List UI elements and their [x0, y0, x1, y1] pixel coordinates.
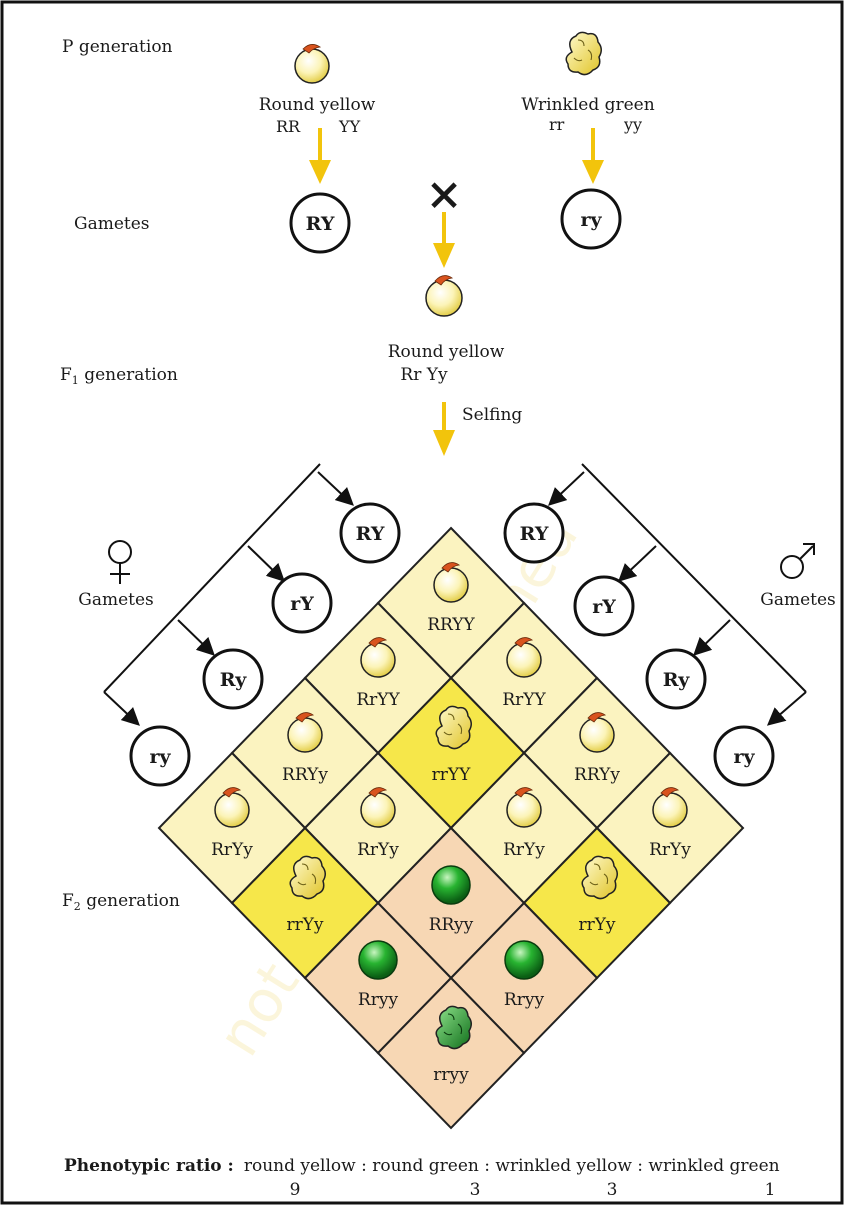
parent-right-genotype-y: yy — [623, 115, 642, 134]
f1-phenotype: Round yellow — [388, 342, 505, 362]
male-gamete: RY — [503, 502, 565, 564]
svg-text:Ry: Ry — [220, 669, 247, 691]
round-green-pea-icon — [504, 940, 544, 980]
svg-text:rY: rY — [290, 593, 314, 615]
phenotypic-ratio-heading: Phenotypic ratio : — [64, 1156, 234, 1176]
gamete-parent-left: RY — [289, 192, 351, 254]
punnett-genotype: rrYy — [286, 915, 323, 935]
female-gamete: Ry — [202, 648, 264, 710]
arrow-parent-left-to-gamete — [309, 128, 331, 184]
phenotypic-ratio-categories: round yellow : round green : wrinkled ye… — [244, 1156, 780, 1176]
phenotypic-ratio-row: Phenotypic ratio : round yellow : round g… — [64, 1156, 780, 1176]
punnett-genotype: RRYy — [282, 765, 328, 785]
svg-text:RY: RY — [306, 213, 335, 235]
punnett-genotype: Rryy — [358, 990, 399, 1010]
gamete-parent-right: ry — [560, 188, 622, 250]
svg-text:RY: RY — [356, 523, 385, 545]
ratio-value-wrinkled-yellow: 3 — [607, 1180, 618, 1200]
male-gamete-branches — [548, 463, 807, 726]
svg-text:ry: ry — [149, 746, 171, 768]
punnett-genotype: RRYY — [427, 615, 475, 635]
parent-round-yellow-pea — [294, 44, 330, 84]
round-yellow-pea-icon — [433, 562, 469, 603]
punnett-genotype: RrYy — [357, 840, 399, 860]
f2-generation-label: F2 generation — [62, 891, 180, 913]
ratio-value-round-green: 3 — [470, 1180, 481, 1200]
punnett-genotype: RrYY — [502, 690, 546, 710]
round-yellow-pea-icon — [287, 712, 323, 753]
parent-right-phenotype: Wrinkled green — [521, 95, 654, 115]
svg-text:rY: rY — [592, 596, 616, 618]
punnett-genotype: rryy — [433, 1065, 469, 1085]
parent-left-genotype-y: YY — [338, 117, 361, 136]
svg-text:RY: RY — [520, 523, 549, 545]
round-yellow-pea-icon — [506, 787, 542, 828]
punnett-genotype: RRyy — [429, 915, 474, 935]
male-gamete: rY — [573, 575, 635, 637]
round-yellow-pea-icon — [652, 787, 688, 828]
wrinkled-yellow-pea-icon — [435, 705, 472, 750]
female-gamete-branches — [103, 463, 354, 726]
arrow-parent-right-to-gamete — [582, 128, 604, 184]
parent-right-genotype-r: rr — [549, 115, 565, 134]
punnett-genotype: RRYy — [574, 765, 620, 785]
cross-symbol: × — [426, 169, 463, 220]
female-gamete: ry — [129, 725, 191, 787]
arrow-cross-to-f1 — [433, 212, 455, 268]
gametes-row-label: Gametes — [74, 214, 150, 234]
round-green-pea-icon — [358, 940, 398, 980]
female-gametes-label: Gametes — [78, 590, 154, 610]
punnett-genotype: RrYy — [649, 840, 691, 860]
wrinkled-yellow-pea-icon — [581, 855, 618, 900]
round-yellow-pea-icon — [579, 712, 615, 753]
punnett-genotype: RrYy — [211, 840, 253, 860]
female-gamete: RY — [339, 502, 401, 564]
male-gamete: ry — [713, 725, 775, 787]
male-gametes-label: Gametes — [760, 590, 836, 610]
male-gamete: Ry — [645, 648, 707, 710]
male-symbol-icon — [780, 543, 815, 579]
round-yellow-pea-icon — [506, 637, 542, 678]
punnett-genotype: rrYy — [578, 915, 615, 935]
ratio-value-wrinkled-green: 1 — [765, 1180, 776, 1200]
p-generation-label: P generation — [62, 37, 173, 57]
arrow-selfing — [433, 402, 455, 456]
f1-genotype: Rr Yy — [400, 365, 448, 385]
female-symbol-icon — [108, 540, 132, 584]
svg-text:ry: ry — [580, 209, 602, 231]
punnett-genotype: RrYY — [356, 690, 400, 710]
wrinkled-yellow-pea-icon — [289, 855, 326, 900]
parent-left-genotype-r: RR — [276, 117, 301, 136]
ratio-value-round-yellow: 9 — [290, 1180, 301, 1200]
punnett-cell: rryy — [376, 976, 526, 1130]
round-green-pea-icon — [431, 865, 471, 905]
round-yellow-pea-icon — [214, 787, 250, 828]
round-yellow-pea-icon — [360, 637, 396, 678]
selfing-label: Selfing — [462, 405, 522, 425]
punnett-genotype: Rryy — [504, 990, 545, 1010]
svg-text:ry: ry — [733, 746, 755, 768]
f1-generation-label: F1 generation — [60, 365, 178, 387]
punnett-genotype: RrYy — [503, 840, 545, 860]
parent-wrinkled-green-pea — [565, 31, 602, 76]
punnett-genotype: rrYY — [432, 765, 471, 785]
female-gamete: rY — [271, 572, 333, 634]
round-yellow-pea-icon — [360, 787, 396, 828]
f1-gametes: RY rY Ry ry RY rY Ry ry — [129, 502, 775, 787]
svg-text:Ry: Ry — [663, 669, 690, 691]
wrinkled-green-pea-icon — [435, 1005, 472, 1050]
f1-round-yellow-pea — [425, 275, 463, 317]
parent-left-phenotype: Round yellow — [259, 95, 376, 115]
